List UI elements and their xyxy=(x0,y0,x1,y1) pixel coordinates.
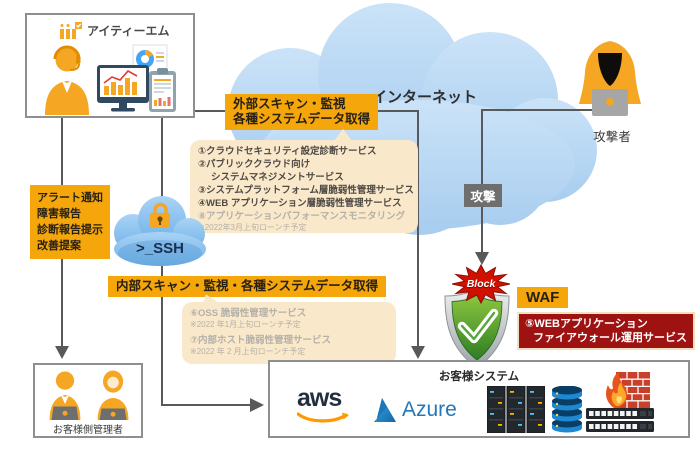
waf-label: WAF xyxy=(517,287,569,308)
customer-admin-label: お客様側管理者 xyxy=(53,425,123,436)
external-scan-label: 外部スキャン・監視 各種システムデータ取得 xyxy=(225,94,379,130)
padlock-icon xyxy=(150,202,170,228)
support-agent-illustration-icon xyxy=(45,44,176,115)
server-rack-icon xyxy=(487,386,545,433)
block-label: Block xyxy=(466,278,496,290)
alert-line: 診断報告提示 xyxy=(37,224,103,236)
alert-line: アラート通知 xyxy=(37,192,103,204)
external-scan-line1: 外部スキャン・監視 xyxy=(233,97,346,111)
customer-system-box: お客様システム aws Azure xyxy=(268,360,690,438)
support-person-icon xyxy=(45,45,89,115)
external-services-bubble: ①クラウドセキュリティ設定診断サービス ②パブリッククラウド向け システムマネジ… xyxy=(190,140,418,233)
internal-scan-label: 内部スキャン・監視・各種システムデータ取得 xyxy=(108,276,387,297)
block-burst-icon xyxy=(452,263,510,305)
waf-service-box: ⑤WEBアプリケーション ファイアウォール運用サービス xyxy=(517,312,695,350)
waf-shield-icon xyxy=(444,287,510,369)
flame-icon xyxy=(606,371,628,409)
service-item: システムマネジメントサービス xyxy=(211,172,344,183)
service-item: ⑧アプリケーションパフォーマンスモニタリング xyxy=(198,211,406,222)
service-item: ⑦内部ホスト脆弱性管理サービス xyxy=(190,335,332,346)
alert-line: 障害報告 xyxy=(37,208,81,220)
external-scan-line2: 各種システムデータ取得 xyxy=(233,112,371,126)
customer-system-title: お客様システム xyxy=(438,371,520,383)
service-item-note: ※2022 年 2 月上旬ローンチ予定 xyxy=(190,347,306,356)
internet-label: インターネット xyxy=(372,89,478,106)
waf-service-line2: ファイアウォール運用サービス xyxy=(533,332,687,344)
attack-label: 攻撃 xyxy=(464,184,502,207)
firewall-icon xyxy=(606,371,650,409)
service-item-note: ※2022 年1月上旬ローンチ予定 xyxy=(190,320,301,329)
internal-services-bubble: ⑥OSS 脆弱性管理サービス ※2022 年1月上旬ローンチ予定 ⑦内部ホスト脆… xyxy=(182,302,396,364)
service-item: ③システムプラットフォーム層脆弱性管理サービス xyxy=(198,185,414,196)
clipboard-icon xyxy=(149,68,176,112)
external-bubble-tail xyxy=(334,129,352,141)
ssh-label: >_SSH xyxy=(136,240,184,257)
aws-logo-label: aws xyxy=(297,384,342,412)
attacker-label: 攻撃者 xyxy=(593,130,631,144)
service-item: ④WEB アプリケーション層脆弱性管理サービス xyxy=(198,198,402,209)
itm-name: アイティーエム xyxy=(87,24,170,38)
alert-notice-box: アラート通知 障害報告 診断報告提示 改善提案 xyxy=(30,185,110,259)
service-item: ①クラウドセキュリティ設定診断サービス xyxy=(198,146,377,157)
service-item: ⑥OSS 脆弱性管理サービス xyxy=(190,308,307,319)
itm-logo-icon xyxy=(60,22,82,39)
aws-smile-icon xyxy=(297,412,349,423)
azure-triangle-icon xyxy=(374,398,396,422)
database-icon xyxy=(552,386,582,433)
customer-admin-box: お客様側管理者 xyxy=(33,363,143,438)
azure-logo: Azure xyxy=(370,398,457,422)
waf-service-line1: ⑤WEBアプリケーション xyxy=(525,318,648,330)
itm-logo: アイティーエム xyxy=(60,22,169,39)
admin-users-icon xyxy=(49,370,129,420)
admin-man-icon xyxy=(49,371,81,420)
alert-line: 改善提案 xyxy=(37,240,81,252)
monitor-chart-icon xyxy=(97,65,149,112)
service-item-note: ※2022年3月上旬ローンチ予定 xyxy=(198,223,307,232)
service-item: ②パブリッククラウド向け xyxy=(198,159,311,170)
itm-provider-box: アイティーエム xyxy=(25,13,195,118)
network-switch-icon xyxy=(586,408,654,432)
ssh-cloud-icon xyxy=(114,196,206,266)
attacker-icon xyxy=(579,41,641,116)
azure-logo-label: Azure xyxy=(402,398,457,421)
admin-woman-icon xyxy=(97,370,129,420)
